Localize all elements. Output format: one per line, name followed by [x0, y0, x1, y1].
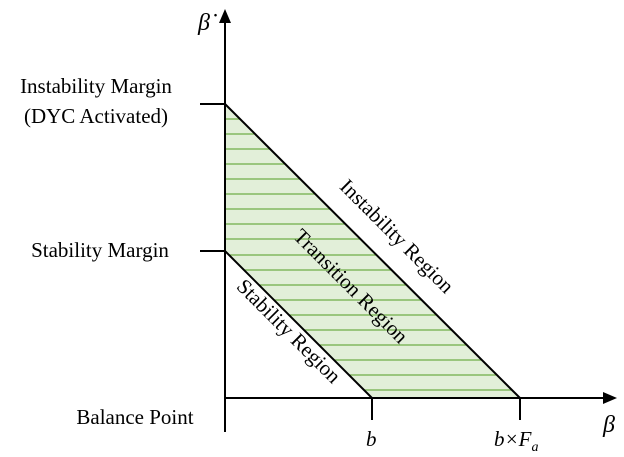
x-tick-label-a: a [532, 440, 539, 455]
instability-margin-label: Instability Margin [20, 74, 172, 98]
transition-region-hatch [225, 118, 511, 391]
instability-boundary-line [224, 103, 521, 399]
stability-margin-label: Stability Margin [31, 238, 169, 262]
x-tick-label-b: b [366, 427, 377, 451]
balance-point-label: Balance Point [76, 405, 193, 429]
stability-boundary-line [224, 250, 373, 399]
x-tick-label-b-times-fa: b×Fa [494, 427, 539, 455]
x-tick-label-b-times: b× [494, 427, 519, 451]
x-axis-label: β [602, 412, 615, 438]
y-axis-label: β̇ [197, 10, 217, 36]
dyc-activated-label: (DYC Activated) [24, 104, 168, 128]
x-tick-label-f: F [518, 427, 532, 451]
